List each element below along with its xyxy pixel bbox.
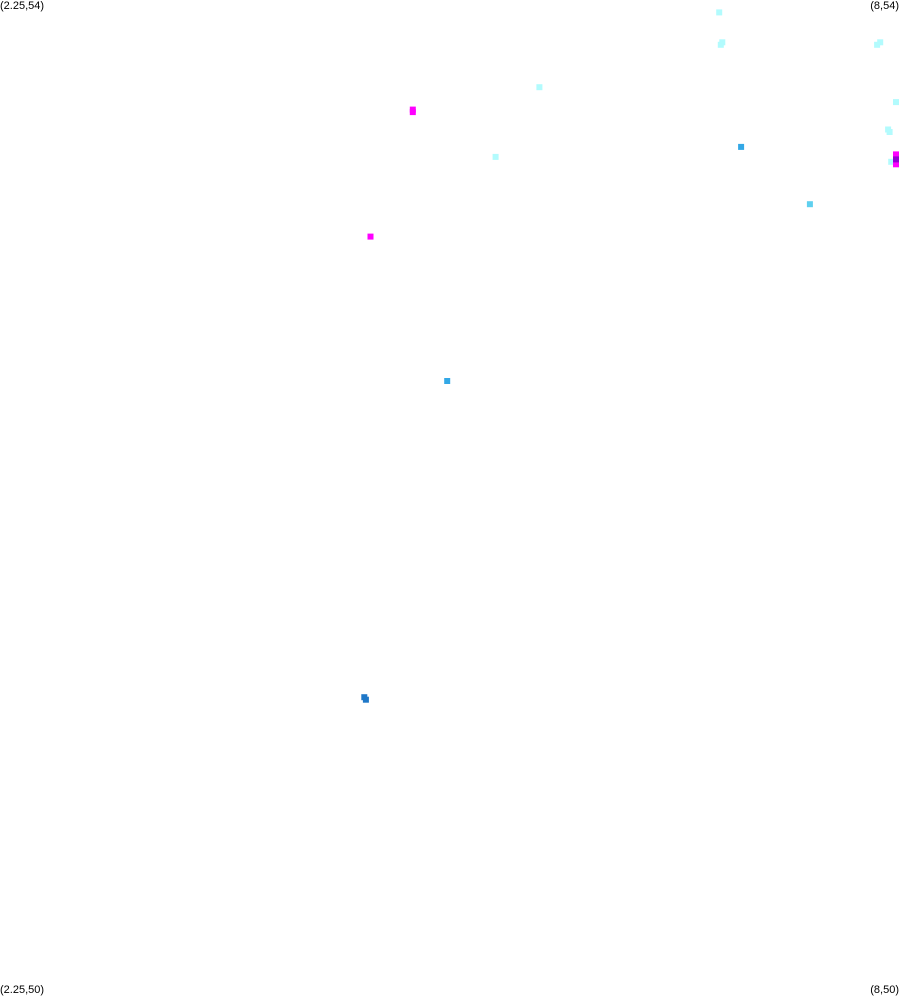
corner-label-top-right: (8,54) — [870, 0, 899, 12]
corner-label-bottom-right: (8,50) — [870, 984, 899, 996]
data-point-8 — [886, 129, 893, 135]
data-point-19 — [806, 201, 813, 208]
points-layer — [361, 9, 899, 703]
data-point-16 — [893, 156, 899, 163]
data-point-4 — [874, 41, 881, 48]
data-point-2 — [717, 41, 724, 48]
data-point-12 — [409, 109, 416, 116]
data-point-14 — [893, 161, 899, 168]
corner-label-bottom-left: (2.25,50) — [0, 984, 45, 996]
data-point-6 — [893, 99, 899, 106]
data-point-9 — [492, 153, 499, 160]
corner-label-top-left: (2.25,54) — [0, 0, 45, 12]
data-point-21 — [362, 696, 369, 703]
data-point-18 — [444, 378, 451, 384]
data-point-13 — [893, 151, 899, 158]
data-point-17 — [738, 143, 745, 150]
data-point-0 — [716, 9, 723, 16]
data-point-15 — [367, 233, 374, 240]
data-point-10 — [888, 158, 895, 165]
data-point-5 — [536, 84, 543, 91]
data-point-3 — [877, 39, 884, 46]
